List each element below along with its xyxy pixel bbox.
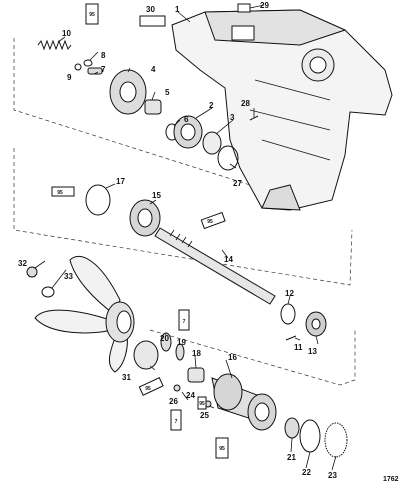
housing-window [231,25,255,41]
seal-21 [284,417,300,439]
callout-3: 3 [230,113,235,122]
tube-label: 95 [57,190,63,196]
decal-box-30 [139,15,166,27]
callout-1: 1 [175,5,180,14]
part-8 [83,59,93,67]
sealant-tube-7-lower: 7 [170,409,182,431]
decal-box-29 [237,3,251,13]
bearing-5 [144,99,162,115]
dashed-group-middle [13,148,353,286]
tab-washer-23 [324,422,348,458]
sealant-tube-95-left: 95 [51,186,75,197]
tapered-bearing-2 [173,115,203,149]
tab-washer-33 [41,286,55,298]
callout-12: 12 [285,289,294,298]
callout-27: 27 [233,179,242,188]
callout-33: 33 [64,272,73,281]
callout-30: 30 [146,5,155,14]
ring-22 [299,419,321,453]
tube-label: 95 [207,219,213,225]
bushing-18 [187,367,205,383]
tube-label: 7 [175,419,178,425]
callout-10: 10 [62,29,71,38]
callout-15: 15 [152,191,161,200]
washer-26 [173,384,181,392]
callout-25: 25 [200,411,209,420]
sealant-tube-95-shaft: 95 [200,211,226,230]
callout-7: 7 [101,65,106,74]
sealant-tube-95-low-left: 95 [138,377,164,396]
callout-14: 14 [224,255,233,264]
callout-24: 24 [186,391,195,400]
bearing-carrier-4 [109,69,147,115]
propeller [34,255,135,373]
callout-31: 31 [122,373,131,382]
sealant-tube-7-upper: 7 [178,309,190,331]
callout-28: 28 [241,99,250,108]
race-3 [202,131,222,155]
callout-29: 29 [260,1,269,10]
callout-22: 22 [302,468,311,477]
tube-label: 95 [199,401,205,407]
o-ring-12 [280,303,296,325]
propeller-shaft-14 [154,227,276,305]
sealant-tube-95-low-mid: 95 [197,396,207,410]
tube-label: 95 [219,446,225,452]
sealant-tube-95-top: 95 [85,3,99,25]
dashed-group-lower [149,329,356,386]
callout-20: 20 [160,334,169,343]
thrust-hub-31 [133,340,159,370]
tube-label: 7 [183,319,186,325]
callout-17: 17 [116,177,125,186]
spring-10 [37,39,72,51]
pin-11 [285,335,297,341]
callout-9: 9 [67,73,72,82]
part-7 [87,67,103,75]
callout-18: 18 [192,349,201,358]
callout-16: 16 [228,353,237,362]
figure-reference-number: 1762 [383,476,399,483]
part-9 [74,63,82,71]
callout-32: 32 [18,259,27,268]
prop-nut-32 [26,266,38,278]
callout-23: 23 [328,471,337,480]
seal-20 [160,332,172,352]
tube-label: 95 [89,12,95,18]
tube-label: 95 [145,386,151,392]
callout-2: 2 [209,101,214,110]
gear-housing [171,9,393,211]
o-ring-17 [85,184,111,216]
callout-19: 19 [177,338,186,347]
seal-19 [175,343,185,361]
gear-15 [129,199,161,237]
callout-26: 26 [169,397,178,406]
sealant-tube-95-bottom: 95 [215,437,229,459]
callout-4: 4 [151,65,156,74]
bearing-carrier-16 [211,373,277,431]
clutch-13 [305,311,327,337]
callout-8: 8 [101,51,106,60]
callout-11: 11 [294,343,303,352]
callout-6: 6 [184,115,189,124]
o-ring-27 [217,145,239,171]
callout-5: 5 [165,88,170,97]
callout-21: 21 [287,453,296,462]
callout-13: 13 [308,347,317,356]
